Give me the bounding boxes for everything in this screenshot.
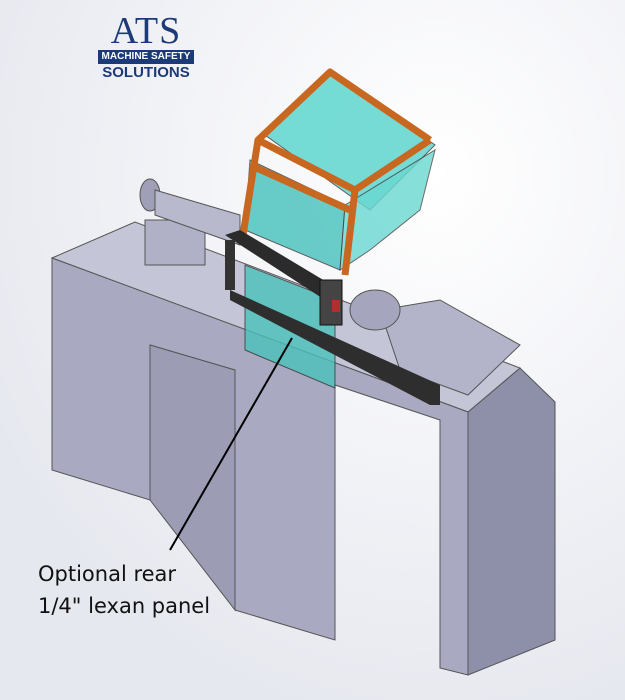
caption-line-1: Optional rear bbox=[38, 562, 177, 586]
spindle-shaft bbox=[154, 189, 241, 246]
guard-orange-frame bbox=[239, 68, 432, 276]
rail-left-post bbox=[225, 240, 235, 290]
base-side-face bbox=[467, 367, 556, 676]
leader-line bbox=[169, 337, 293, 551]
logo-subtitle: MACHINE SAFETY bbox=[98, 50, 194, 64]
rail-carriage bbox=[319, 279, 343, 326]
chuck bbox=[349, 289, 401, 331]
caption-line-2: 1/4" lexan panel bbox=[38, 594, 211, 618]
tailstock-block bbox=[379, 299, 521, 396]
logo-title: ATS bbox=[110, 10, 182, 52]
logo-tagline: SOLUTIONS bbox=[102, 64, 190, 81]
ats-logo: ATS MACHINE SAFETY SOLUTIONS bbox=[98, 10, 194, 81]
interlock-switch bbox=[332, 300, 340, 312]
caption: Optional rear 1/4" lexan panel bbox=[38, 558, 210, 622]
upper-rail bbox=[225, 230, 340, 300]
opening-inner-wall bbox=[149, 344, 236, 612]
guard-side-panel bbox=[339, 148, 436, 271]
lower-linear-rail bbox=[230, 290, 440, 405]
